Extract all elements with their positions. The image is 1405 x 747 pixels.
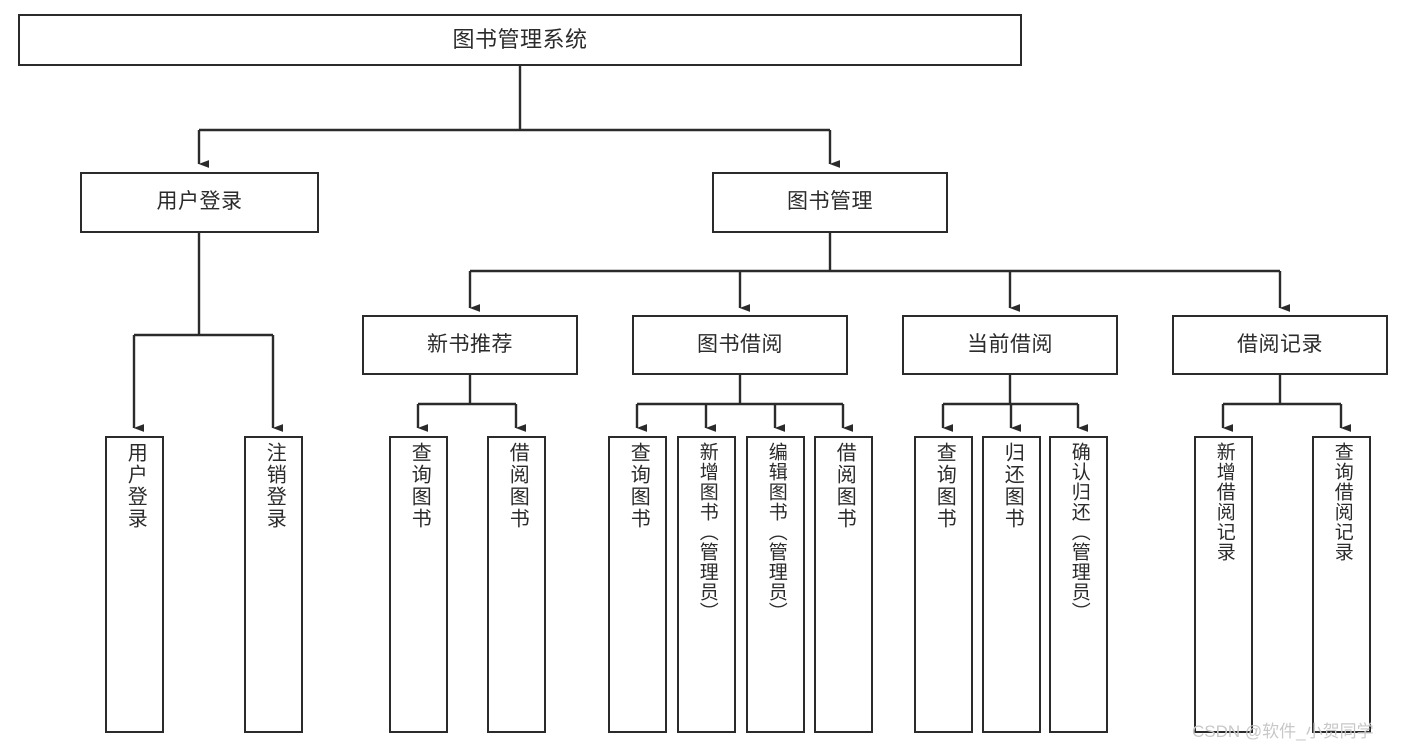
node-borrow-record[interactable]: 借阅记录 xyxy=(1172,315,1388,375)
node-leaf-query-book-2-label: 查询图书 xyxy=(627,442,650,530)
node-leaf-add-record-label: 新增借阅记录 xyxy=(1213,442,1235,562)
node-leaf-borrow-book-2-label: 借阅图书 xyxy=(833,442,856,530)
node-root-system-label: 图书管理系统 xyxy=(452,27,588,53)
node-leaf-query-book-1-label: 查询图书 xyxy=(408,442,431,530)
watermark-text: CSDN @软件_小贺同学 xyxy=(1192,722,1374,741)
node-current-borrow-label: 当前借阅 xyxy=(967,332,1053,356)
node-leaf-confirm-return[interactable]: 确认归还（管理员） xyxy=(1049,436,1108,733)
node-leaf-borrow-book-2[interactable]: 借阅图书 xyxy=(814,436,873,733)
node-book-management-label: 图书管理 xyxy=(787,190,873,214)
node-leaf-edit-book[interactable]: 编辑图书（管理员） xyxy=(746,436,805,733)
node-leaf-borrow-book-1-label: 借阅图书 xyxy=(506,442,529,530)
node-leaf-borrow-book-1[interactable]: 借阅图书 xyxy=(487,436,546,733)
node-leaf-query-book-3-label: 查询图书 xyxy=(933,442,956,530)
node-leaf-confirm-return-label: 确认归还（管理员） xyxy=(1068,442,1090,622)
node-leaf-logout-login[interactable]: 注销登录 xyxy=(244,436,303,733)
node-leaf-return-book-label: 归还图书 xyxy=(1001,442,1024,530)
node-leaf-add-book-label: 新增图书（管理员） xyxy=(696,442,718,622)
node-user-login[interactable]: 用户登录 xyxy=(80,172,319,233)
node-leaf-query-record[interactable]: 查询借阅记录 xyxy=(1312,436,1371,733)
node-leaf-user-login[interactable]: 用户登录 xyxy=(105,436,164,733)
node-user-login-label: 用户登录 xyxy=(156,190,243,214)
node-leaf-query-book-1[interactable]: 查询图书 xyxy=(389,436,448,733)
node-new-book-recommend[interactable]: 新书推荐 xyxy=(362,315,578,375)
node-borrow-record-label: 借阅记录 xyxy=(1237,332,1323,356)
node-book-borrow[interactable]: 图书借阅 xyxy=(632,315,848,375)
node-book-management[interactable]: 图书管理 xyxy=(712,172,948,233)
node-leaf-add-book[interactable]: 新增图书（管理员） xyxy=(677,436,736,733)
node-leaf-logout-login-label: 注销登录 xyxy=(263,442,286,530)
node-leaf-return-book[interactable]: 归还图书 xyxy=(982,436,1041,733)
node-new-book-recommend-label: 新书推荐 xyxy=(427,332,513,356)
node-leaf-query-book-2[interactable]: 查询图书 xyxy=(608,436,667,733)
node-book-borrow-label: 图书借阅 xyxy=(697,332,783,356)
node-leaf-query-record-label: 查询借阅记录 xyxy=(1331,442,1353,562)
node-leaf-add-record[interactable]: 新增借阅记录 xyxy=(1194,436,1253,733)
node-root-system[interactable]: 图书管理系统 xyxy=(18,14,1022,66)
node-leaf-edit-book-label: 编辑图书（管理员） xyxy=(765,442,787,622)
node-leaf-query-book-3[interactable]: 查询图书 xyxy=(914,436,973,733)
node-current-borrow[interactable]: 当前借阅 xyxy=(902,315,1118,375)
node-leaf-user-login-label: 用户登录 xyxy=(124,442,147,530)
